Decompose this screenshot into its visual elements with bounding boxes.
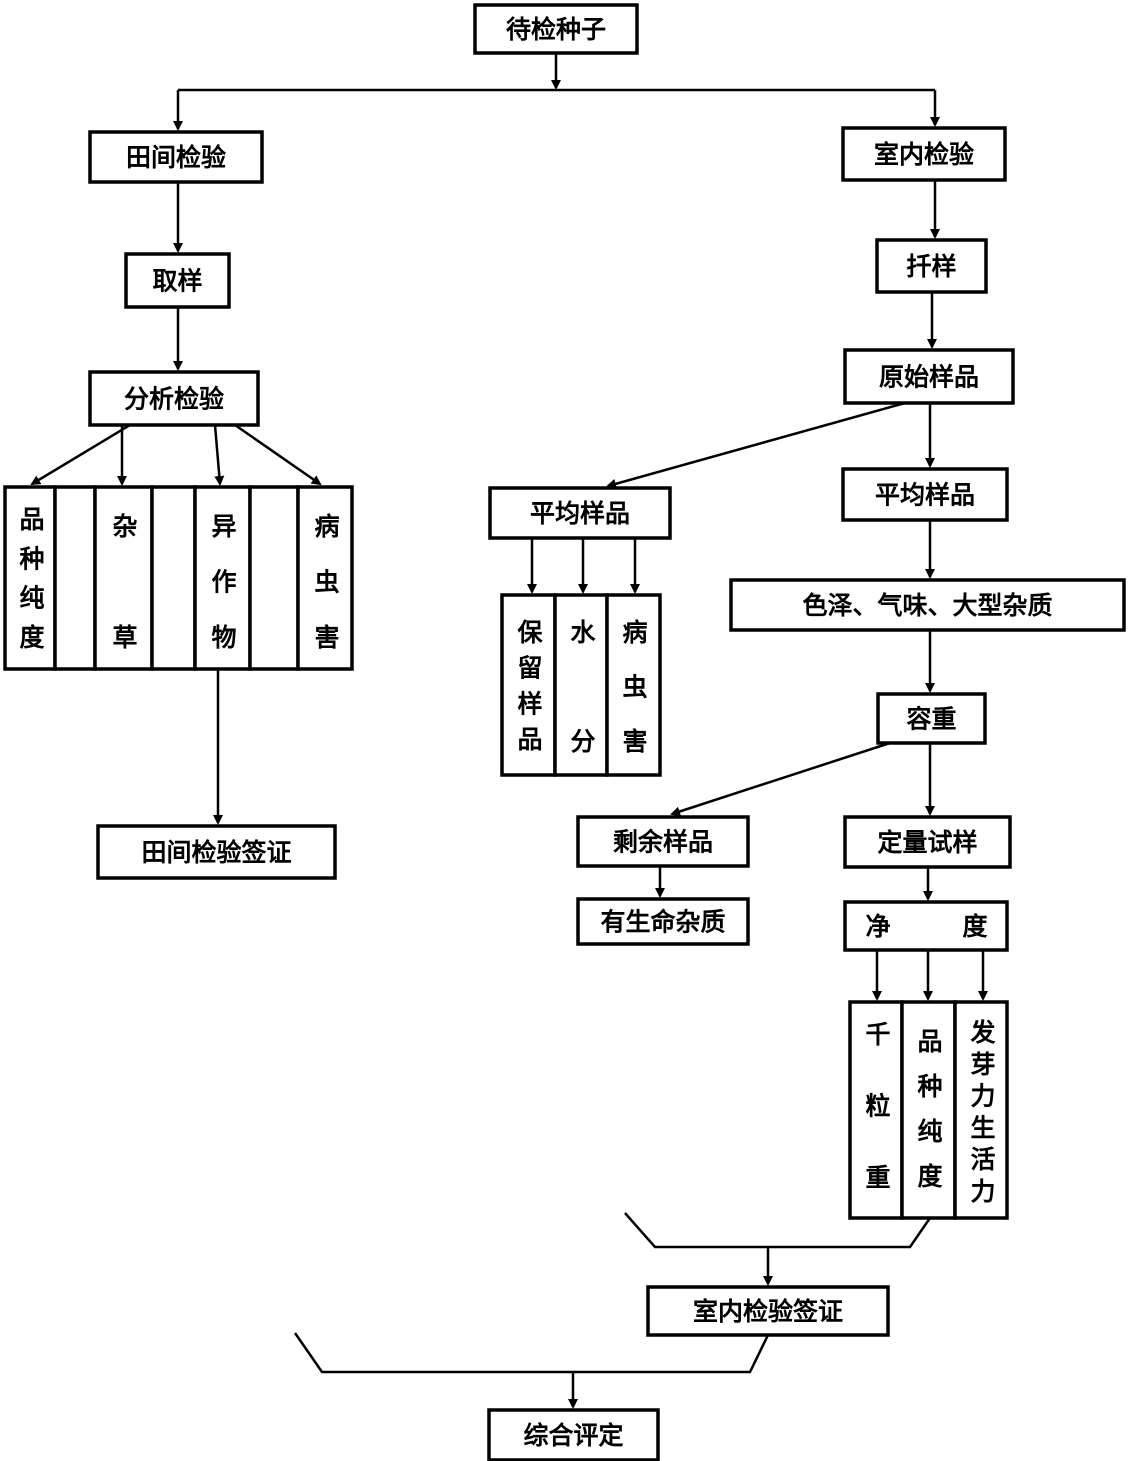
original-sample-box: 原始样品 <box>843 348 1015 405</box>
field-analysis-columns-column <box>53 485 97 671</box>
field-analysis-columns-column <box>248 485 300 671</box>
purity-label-right: 度 <box>962 912 987 941</box>
remaining-sample-box-label: 剩余样品 <box>613 828 713 857</box>
lab-inspection-box: 室内检验 <box>841 126 1007 182</box>
arrow-density-remaining <box>670 741 891 817</box>
purity-box: 净度 <box>843 900 1009 952</box>
living-impurities-box: 有生命杂质 <box>576 897 750 946</box>
field-analysis-columns-column-label: 病虫害 <box>311 513 340 680</box>
overall-evaluation-box-label: 综合评定 <box>523 1421 623 1450</box>
final-merge-line <box>293 1332 770 1374</box>
living-impurities-box-label: 有生命杂质 <box>600 908 725 937</box>
sampling-box-label: 取样 <box>152 267 202 296</box>
quantitative-sample-box: 定量试样 <box>843 815 1012 869</box>
probe-sampling-box: 扦样 <box>875 238 988 294</box>
avg-sample-left-columns-column <box>605 593 662 777</box>
purity-columns-column-label: 发芽力生活力 <box>967 1019 996 1210</box>
arrow-original-avg-left <box>606 401 906 489</box>
purity-columns-column <box>953 1000 1009 1220</box>
appearance-box: 色泽、气味、大型杂质 <box>729 578 1126 632</box>
overall-evaluation-box: 综合评定 <box>487 1408 660 1461</box>
field-certificate-box-label: 田间检验签证 <box>141 838 291 867</box>
avg-sample-left-columns-column <box>553 593 609 777</box>
avg-sample-left-columns-column-label: 保留样品 <box>514 619 543 762</box>
field-analysis-columns-column-label: 异作物 <box>208 513 237 680</box>
avg-sample-left-columns-column-label: 病虫害 <box>619 619 648 783</box>
lab-certificate-box: 室内检验签证 <box>646 1285 890 1337</box>
avg-sample-left-columns-column <box>500 593 557 777</box>
probe-sampling-box-label: 扦样 <box>906 252 956 281</box>
lab-merge-line <box>624 1212 932 1249</box>
purity-label-left: 净 <box>865 912 890 941</box>
arrow-analysis-crops <box>213 424 225 486</box>
seed-box: 待检种子 <box>473 3 639 55</box>
field-analysis-columns-column <box>150 485 197 671</box>
quantitative-sample-box-label: 定量试样 <box>877 828 977 857</box>
field-inspection-box-label: 田间检验 <box>126 143 226 172</box>
seed-box-label: 待检种子 <box>506 15 606 44</box>
field-analysis-columns-column <box>193 485 252 671</box>
avg-sample-right-box-label: 平均样品 <box>875 481 975 510</box>
purity-columns-column-label: 千粒重 <box>862 1021 891 1236</box>
field-inspection-box: 田间检验 <box>88 130 264 184</box>
avg-sample-left-box: 平均样品 <box>488 486 672 540</box>
field-analysis-columns-column-label: 品种纯度 <box>16 506 45 664</box>
original-sample-box-label: 原始样品 <box>879 363 979 392</box>
bulk-density-box-label: 容重 <box>906 705 956 734</box>
bulk-density-box: 容重 <box>876 692 987 745</box>
arrow-analysis-purity <box>30 423 131 486</box>
lab-certificate-box-label: 室内检验签证 <box>693 1297 843 1326</box>
field-analysis-columns <box>3 485 354 671</box>
purity-columns-column-label: 品种纯度 <box>914 1028 943 1208</box>
analysis-box-label: 分析检验 <box>124 385 224 414</box>
avg-sample-left-columns <box>500 593 662 777</box>
field-certificate-box: 田间检验签证 <box>96 824 337 880</box>
field-analysis-columns-column <box>296 485 354 671</box>
purity-columns <box>848 1000 1009 1220</box>
avg-sample-left-box-label: 平均样品 <box>530 499 630 528</box>
lab-inspection-box-label: 室内检验 <box>874 140 974 169</box>
arrow-analysis-pests <box>234 423 322 486</box>
sampling-box: 取样 <box>124 252 231 309</box>
avg-sample-left-columns-column-label: 水分 <box>567 619 596 837</box>
field-analysis-columns-column-label: 杂草 <box>109 513 138 735</box>
purity-columns-column <box>848 1000 904 1220</box>
avg-sample-right-box: 平均样品 <box>841 467 1009 522</box>
appearance-box-label: 色泽、气味、大型杂质 <box>802 591 1052 620</box>
analysis-box: 分析检验 <box>88 370 260 427</box>
remaining-sample-box: 剩余样品 <box>576 815 750 868</box>
